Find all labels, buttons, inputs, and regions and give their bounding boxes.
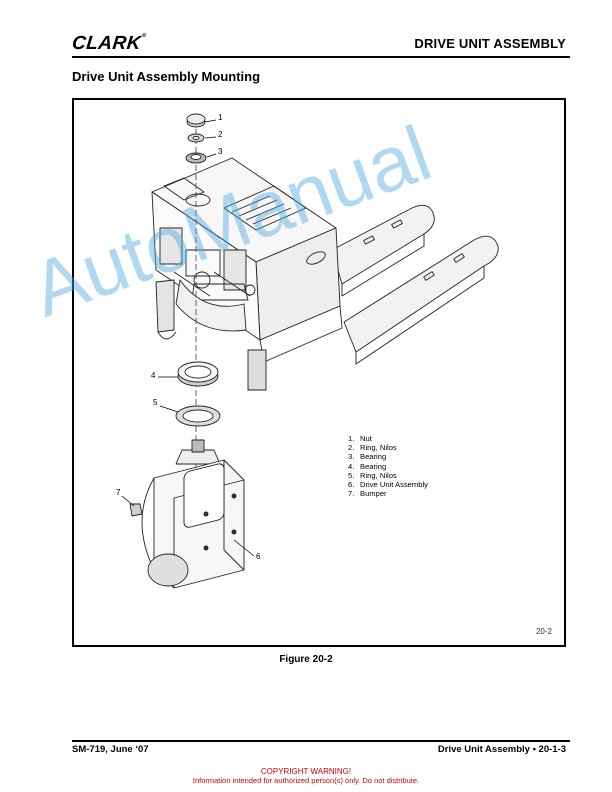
clark-logo: CLARK®: [70, 33, 148, 54]
legend-item: 1.Nut: [348, 434, 372, 443]
section-title: Drive Unit Assembly Mounting: [72, 69, 261, 84]
forks: [331, 204, 499, 365]
header-title: DRIVE UNIT ASSEMBLY: [414, 36, 566, 51]
bearing-part-3: [185, 152, 207, 164]
truck-body: [151, 157, 341, 341]
callout-7: 7: [116, 488, 121, 497]
header-divider: [72, 56, 570, 58]
parts-legend: 1.Nut 2.Ring, Nilos 3.Bearing 4.Bearing …: [348, 434, 428, 498]
drive-unit-part-6: [141, 439, 245, 589]
figure-caption: Figure 20-2: [279, 654, 333, 665]
legend-item: 7.Bumper: [348, 489, 387, 499]
nut-part-1: [186, 113, 206, 128]
callout-4: 4: [151, 371, 156, 380]
nilos-ring-part-2: [187, 133, 205, 143]
callout-1: 1: [218, 113, 223, 122]
callout-5: 5: [153, 398, 158, 407]
legend-item: 5.Ring, Nilos: [348, 470, 397, 480]
bearing-part-4: [177, 361, 219, 387]
figure-frame: 1 2 3 4 5 6 7 1.Nut 2.Ring, Nilos 3.Bear…: [72, 98, 566, 647]
callout-2: 2: [218, 130, 223, 139]
footer-page-ref: Drive Unit Assembly • 20-1-3: [437, 744, 566, 755]
callout-6: 6: [256, 552, 261, 561]
legend-item: 6.Drive Unit Assembly: [348, 480, 428, 490]
footer-divider: [72, 740, 570, 742]
copyright-notice: Information intended for authorized pers…: [192, 776, 420, 785]
bumper-part-7: [129, 503, 143, 517]
figure-id: 20-2: [535, 627, 552, 636]
exploded-view-drawing: [121, 113, 499, 589]
callout-3: 3: [218, 147, 223, 156]
legend-item: 3.Bearing: [348, 452, 387, 462]
legend-item: 4.Bearing: [348, 461, 387, 471]
legend-item: 2.Ring, Nilos: [348, 443, 397, 453]
copyright-warning: COPYRIGHT WARNING!: [260, 767, 352, 776]
trademark-mark: ®: [141, 33, 148, 39]
lower-chassis: [155, 279, 343, 391]
callout-leaders: [121, 119, 255, 557]
footer-manual-id: SM-719, June ‘07: [72, 744, 149, 755]
nilos-ring-part-5: [175, 405, 221, 427]
